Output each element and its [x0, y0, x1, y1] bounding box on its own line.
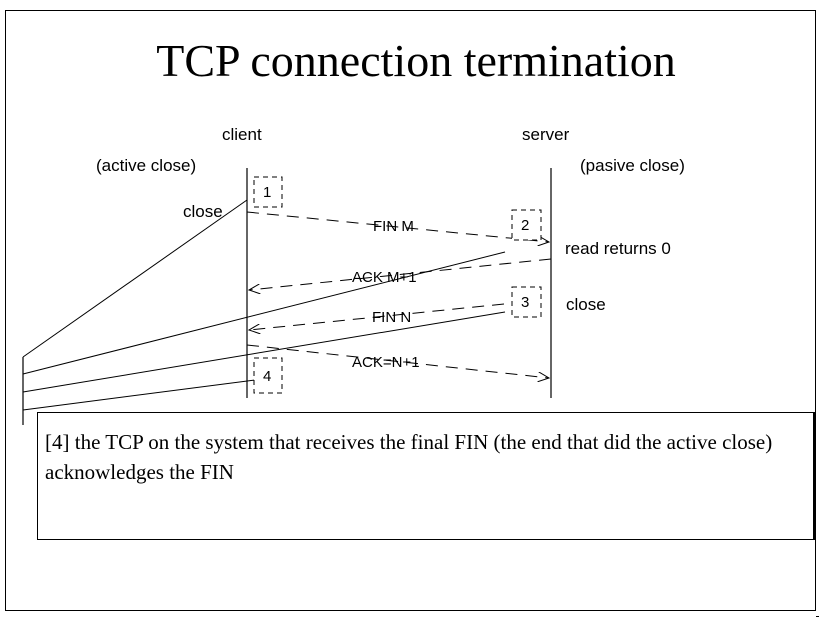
slide-title: TCP connection termination: [156, 35, 676, 86]
client-close-event: close: [183, 202, 223, 221]
message-arrow-ack-n1: [246, 344, 549, 378]
callout-line-2: [22, 251, 506, 375]
message-label-fin-n: FIN N: [372, 309, 411, 326]
server-label: server: [522, 125, 570, 144]
message-arrow-ack-m1: [249, 258, 552, 290]
callout-line-1: [22, 199, 248, 358]
message-arrow-fin-m: [246, 211, 549, 242]
corner-mark: [816, 616, 819, 617]
step-number-4: 4: [263, 368, 271, 385]
step-number-2: 2: [521, 217, 529, 234]
step-number-3: 3: [521, 294, 529, 311]
server-role-label: (pasive close): [580, 156, 685, 175]
step-box-4: [253, 357, 283, 394]
client-label: client: [222, 125, 262, 144]
step-box-1: [253, 176, 283, 208]
message-label-fin-m: FIN M: [373, 218, 414, 235]
server-close-event: close: [566, 295, 606, 314]
step-box-2: [511, 209, 542, 241]
message-label-ack-n1: ACK=N+1: [352, 354, 420, 371]
explanation-text: [4] the TCP on the system that receives …: [45, 430, 773, 484]
message-label-ack-m1: ACK M+1: [352, 269, 417, 286]
server-read-event: read returns 0: [565, 239, 671, 258]
callout-line-3: [22, 311, 506, 393]
message-arrow-fin-n: [249, 303, 505, 330]
step-number-1: 1: [263, 184, 271, 201]
step-box-3: [511, 286, 542, 318]
callout-line-4: [22, 379, 256, 411]
explanation-box: [4] the TCP on the system that receives …: [37, 412, 814, 540]
client-role-label: (active close): [96, 156, 197, 175]
